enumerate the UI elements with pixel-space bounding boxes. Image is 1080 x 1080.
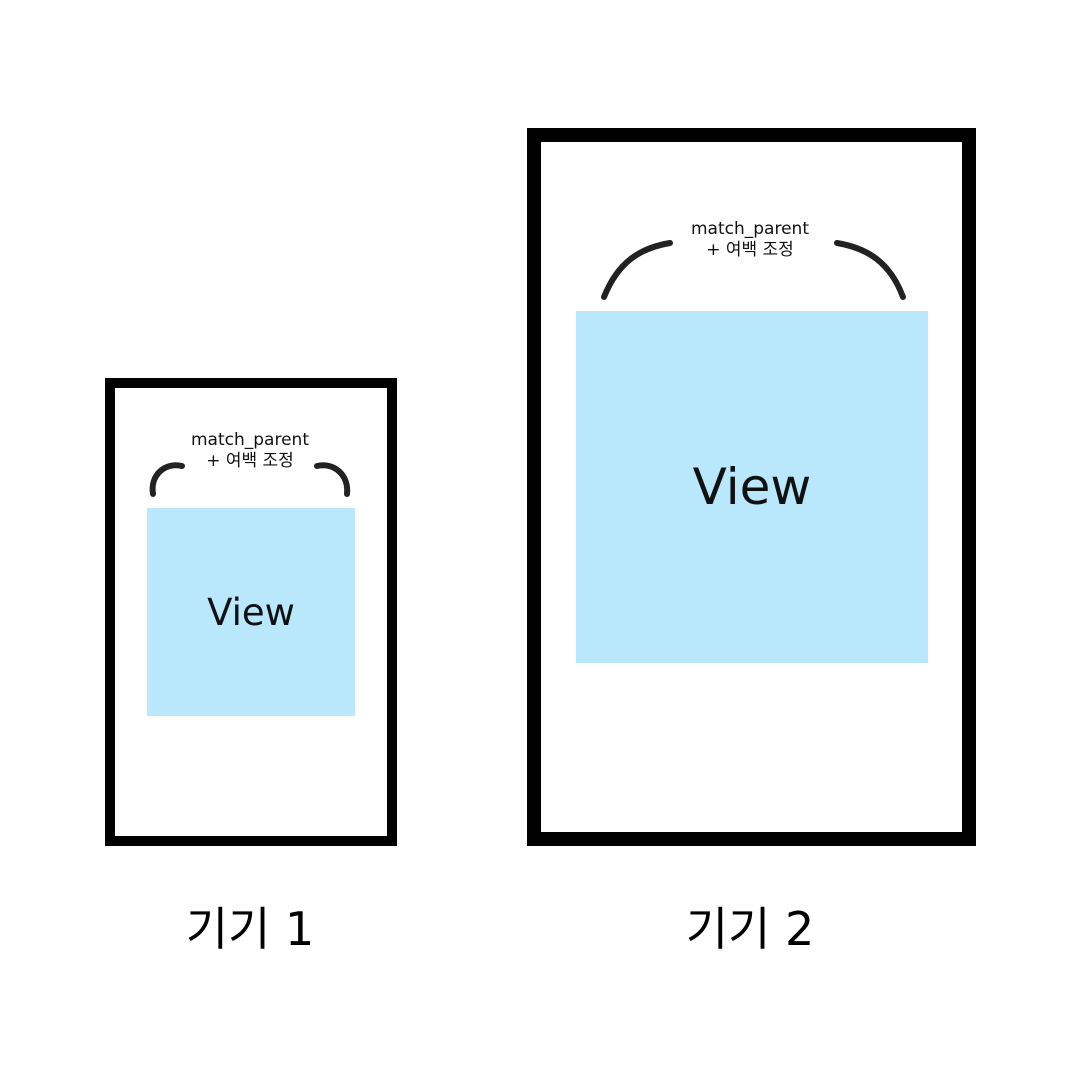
device-1-caption: 기기 1 (185, 902, 315, 956)
device-1-annotation: match_parent + 여백 조정 (150, 430, 350, 473)
device-2-annotation-line-1: match_parent (691, 219, 809, 239)
device-1-annotation-line-2: + 여백 조정 (206, 451, 294, 472)
device-2-view-label: View (692, 458, 812, 516)
device-1-view-label: View (207, 590, 295, 634)
device-1-annotation-line-1: match_parent (191, 430, 309, 450)
device-2-caption: 기기 2 (685, 902, 815, 956)
device-1-view-box: View (147, 508, 355, 716)
device-2-annotation: match_parent + 여백 조정 (630, 219, 870, 262)
device-2-annotation-line-2: + 여백 조정 (706, 240, 794, 261)
device-2-view-box: View (576, 311, 928, 663)
